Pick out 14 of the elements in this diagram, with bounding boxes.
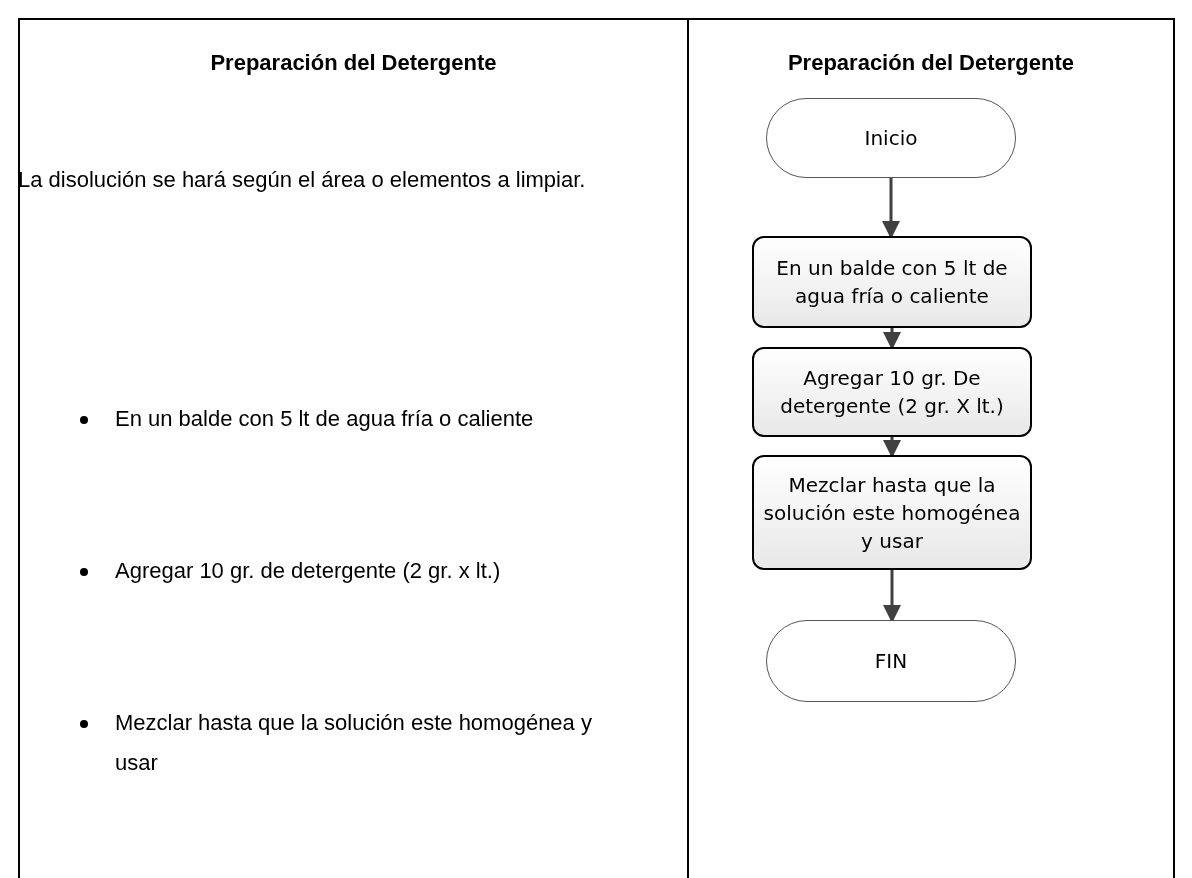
- paragraph: La disolución se hará según el área o elementos a limpiar.: [18, 166, 587, 194]
- arrow: [883, 437, 901, 458]
- terminator-shape: Inicio: [766, 98, 1016, 178]
- column-header: Preparación del Detergente: [209, 50, 498, 76]
- process-box: Agregar 10 gr. De detergente (2 gr. X lt.): [752, 347, 1032, 437]
- list-item: Agregar 10 gr. de detergente (2 gr. x lt.): [115, 557, 502, 585]
- list-item: En un balde con 5 lt de agua fría o caliente: [115, 405, 535, 433]
- list-item: Mezclar hasta que la solución este homogénea y usar: [115, 709, 593, 777]
- terminator-shape: FIN: [766, 620, 1016, 702]
- arrow: [883, 328, 901, 350]
- arrow: [882, 178, 900, 239]
- column-header: Preparación del Detergente: [786, 50, 1076, 76]
- process-box: Mezclar hasta que la solución este homogénea y usar: [752, 455, 1032, 570]
- process-box: En un balde con 5 lt de agua fría o caliente: [752, 236, 1032, 328]
